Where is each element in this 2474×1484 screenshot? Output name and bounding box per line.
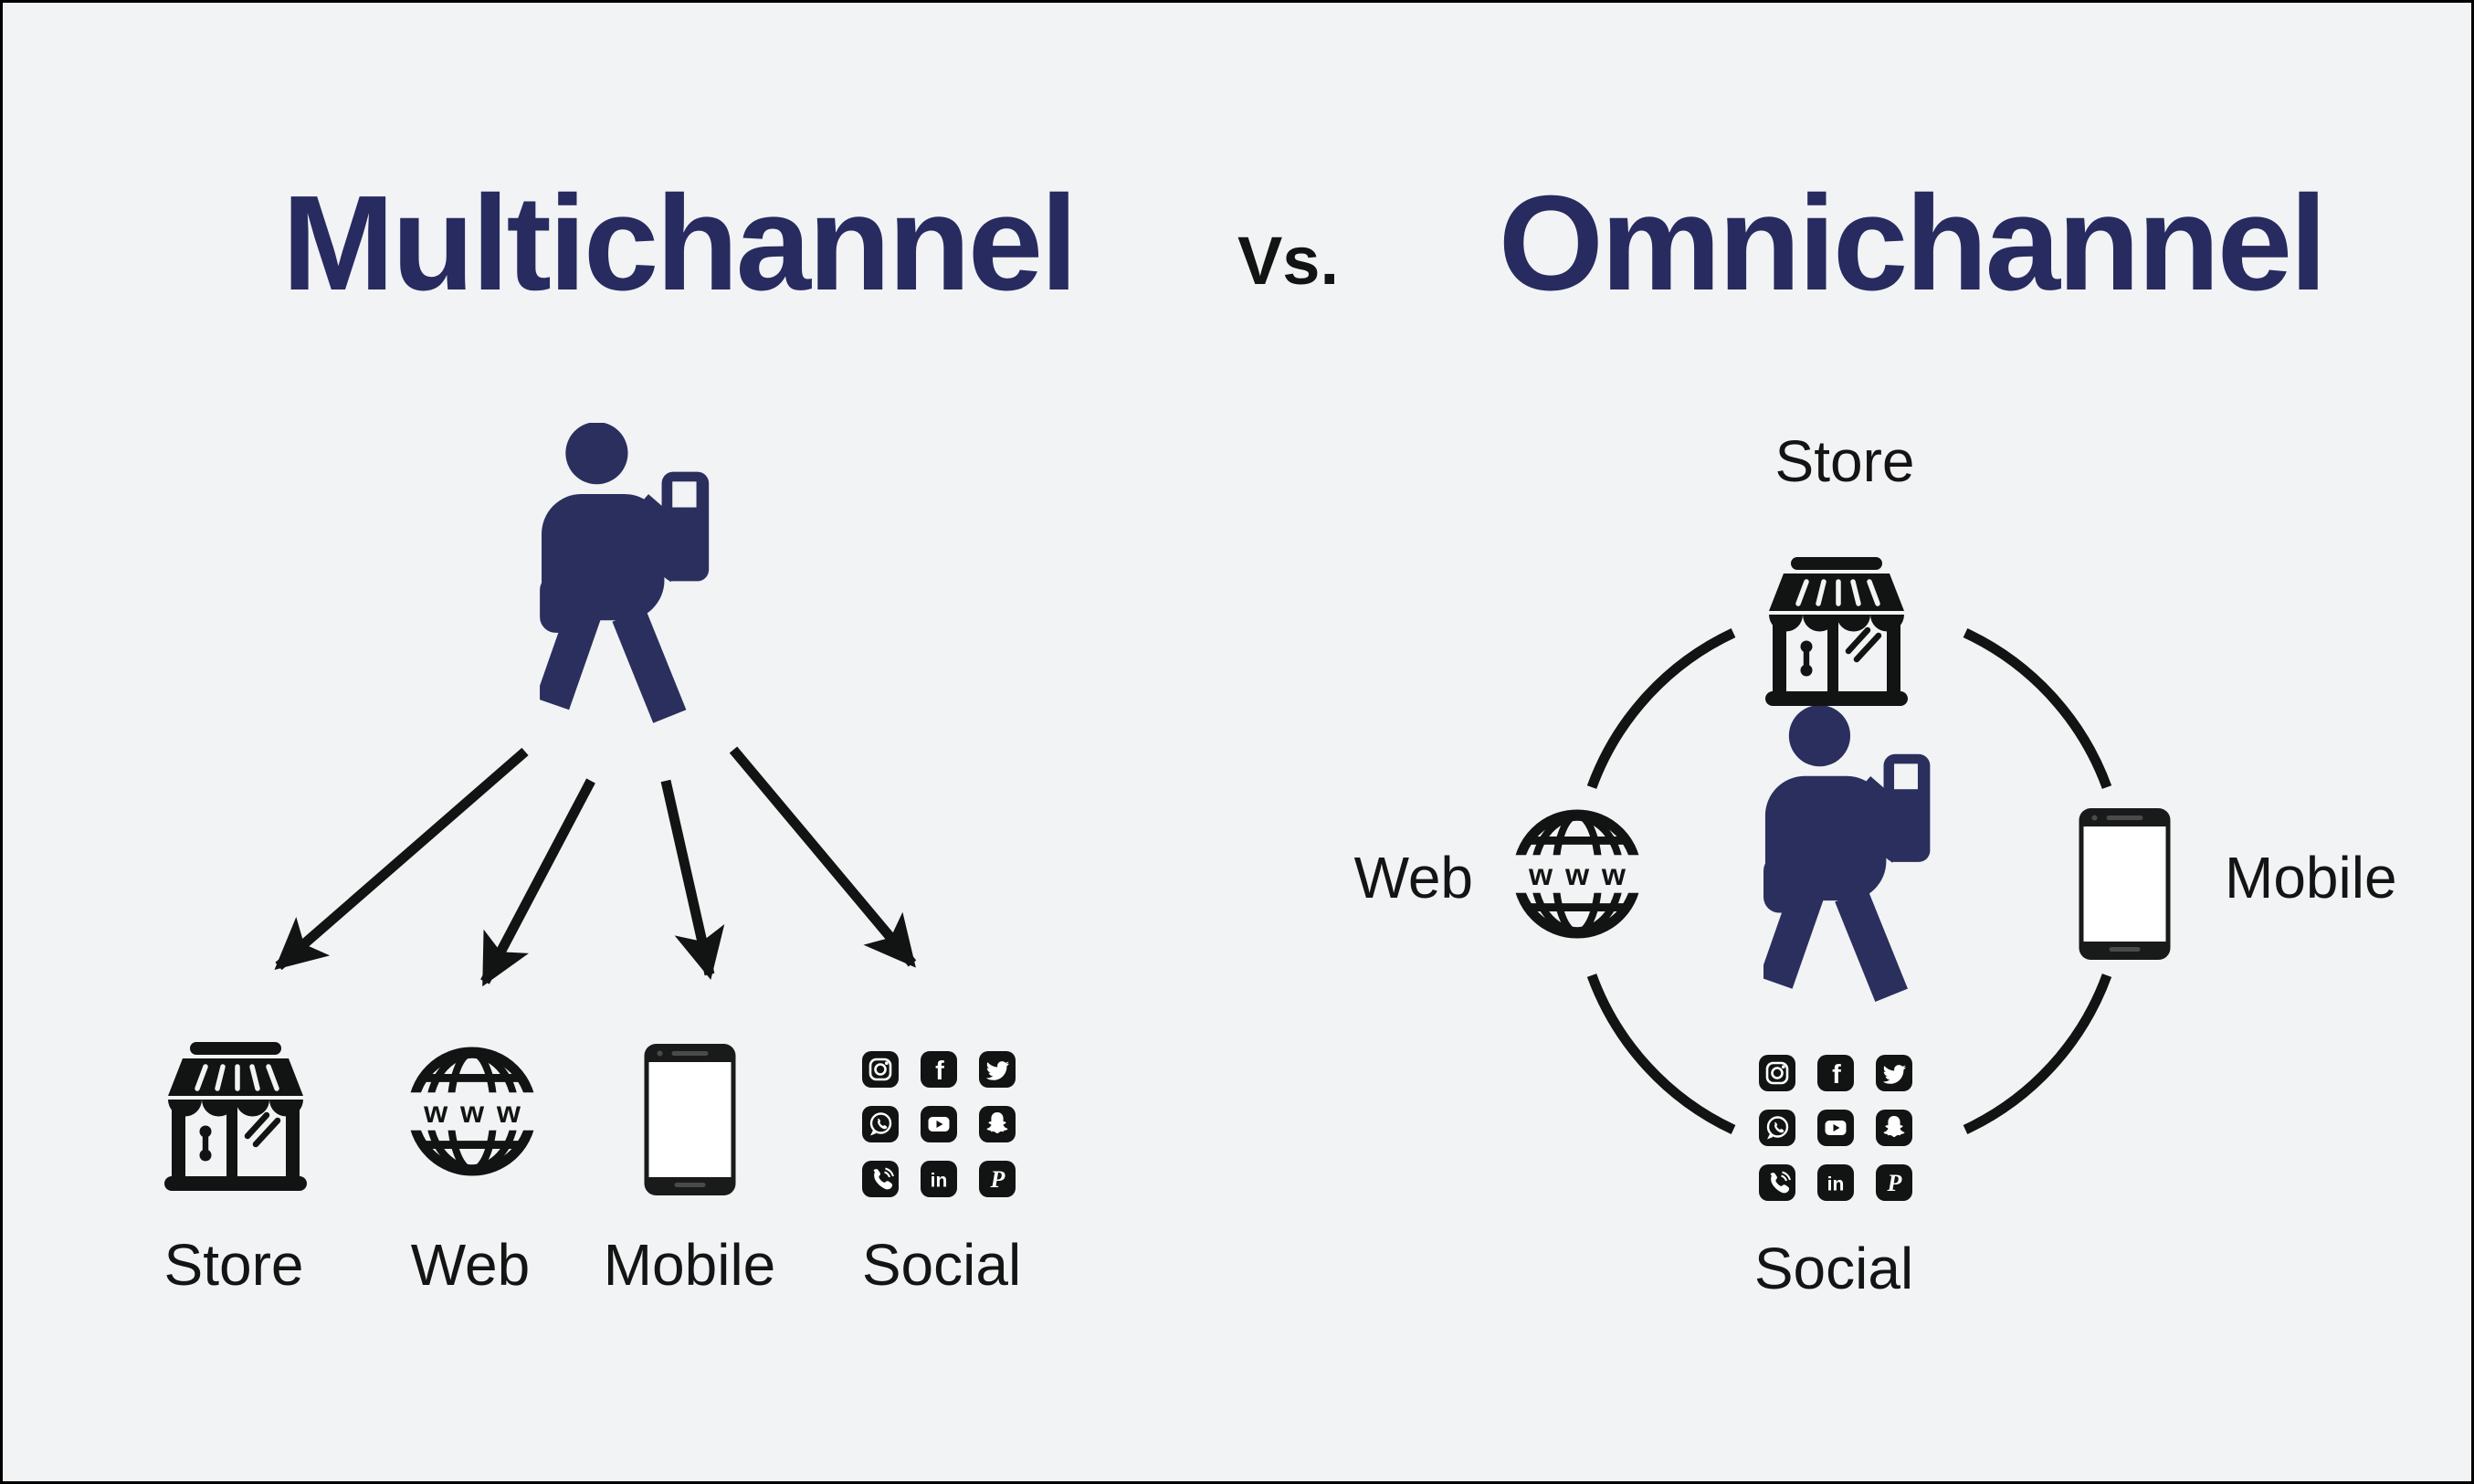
instagram-icon — [862, 1051, 899, 1088]
arrow-to-mobile — [660, 779, 725, 980]
arrow-to-web — [480, 778, 595, 987]
social-icons-grid — [862, 1051, 1016, 1197]
youtube-icon — [921, 1106, 957, 1142]
circle-arc-bottom-left — [1586, 974, 1736, 1134]
multichannel-fan-arrows — [274, 746, 917, 987]
snapchat-icon — [979, 1106, 1016, 1142]
viber-phone-icon — [862, 1161, 899, 1197]
mobile-phone-icon — [2079, 808, 2171, 960]
store-icon — [163, 1042, 309, 1193]
social-label: Social — [1753, 1236, 1914, 1301]
web-label: Web — [410, 1232, 531, 1298]
arrow-to-store — [274, 747, 529, 971]
consumer-person-icon — [1763, 706, 1939, 1013]
viber-phone-icon — [1759, 1164, 1795, 1201]
twitter-icon — [1876, 1055, 1912, 1091]
vs-separator: Vs. — [1237, 223, 1340, 299]
store-label: Store — [163, 1232, 304, 1298]
mobile-label: Mobile — [2225, 845, 2397, 910]
youtube-icon — [1817, 1110, 1854, 1146]
facebook-icon — [1817, 1055, 1854, 1091]
facebook-icon — [921, 1051, 957, 1088]
arrow-to-social — [729, 746, 917, 968]
web-globe-icon — [405, 1044, 540, 1179]
linkedin-icon — [921, 1161, 957, 1197]
store-label: Store — [1774, 428, 1915, 494]
circle-arc-top-right — [1963, 628, 2112, 789]
circle-arc-bottom-right — [1963, 974, 2112, 1134]
instagram-icon — [1759, 1055, 1795, 1091]
store-icon — [1763, 557, 1910, 708]
twitter-icon — [979, 1051, 1016, 1088]
social-label: Social — [861, 1232, 1022, 1298]
web-globe-icon — [1510, 806, 1645, 942]
whatsapp-icon — [1759, 1110, 1795, 1146]
mobile-phone-icon — [644, 1044, 736, 1195]
whatsapp-icon — [862, 1106, 899, 1142]
social-icons-grid — [1759, 1055, 1912, 1201]
web-label: Web — [1353, 845, 1473, 910]
consumer-person-icon — [540, 423, 718, 734]
linkedin-icon — [1817, 1164, 1854, 1201]
mobile-label: Mobile — [603, 1232, 776, 1298]
omnichannel-title: Omnichannel — [1498, 168, 2328, 319]
multichannel-title: Multichannel — [281, 168, 1078, 319]
snapchat-icon — [1876, 1110, 1912, 1146]
circle-arc-top-left — [1586, 628, 1736, 789]
pinterest-icon — [1876, 1164, 1912, 1201]
pinterest-icon — [979, 1161, 1016, 1197]
